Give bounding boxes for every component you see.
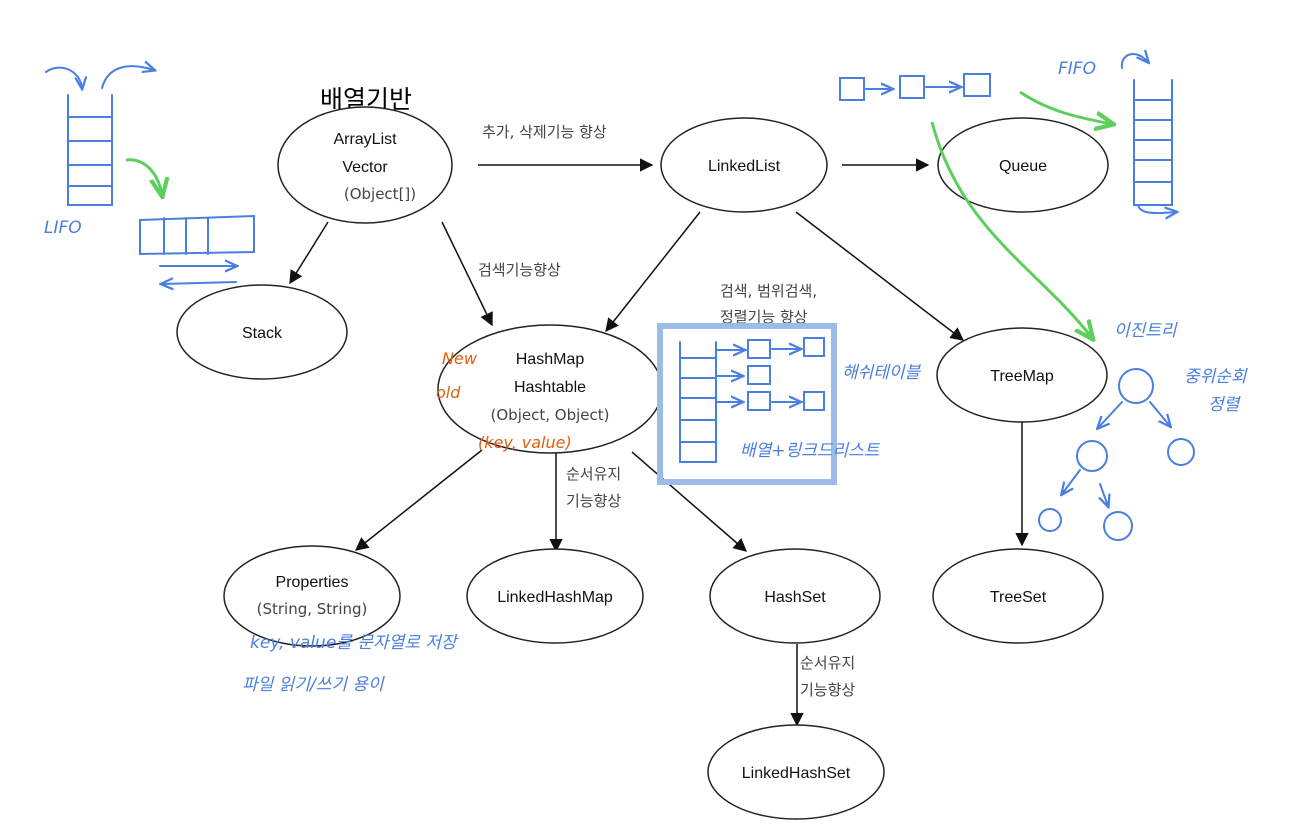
lifo-sketch <box>45 66 255 284</box>
hashmap-label: HashMap <box>516 351 585 368</box>
old-label: old <box>436 383 461 402</box>
linkedhashmap-label: LinkedHashMap <box>497 589 613 606</box>
linkedhashset-label: LinkedHashSet <box>742 765 851 782</box>
treeset-label: TreeSet <box>990 589 1047 606</box>
edges <box>289 158 1029 727</box>
vector-label: Vector <box>342 159 388 176</box>
node-treemap: TreeMap <box>936 327 1108 423</box>
queue-sketch <box>839 54 1176 213</box>
node-linkedlist: LinkedList <box>660 117 828 213</box>
fifo-green-arrow <box>1019 90 1112 124</box>
stack-label: Stack <box>242 325 283 342</box>
properties-note-1: key, value를 문자열로 저장 <box>250 633 459 653</box>
node-linkedhashmap: LinkedHashMap <box>466 548 644 644</box>
edge-label-range-line2: 정렬기능 향상 <box>720 308 808 326</box>
arraylist-label: ArrayList <box>333 131 397 148</box>
node-stack: Stack <box>176 284 348 380</box>
lifo-green-arrow <box>125 158 162 195</box>
edge-label-order1-line2: 기능향상 <box>566 492 621 510</box>
edge-label-order2-line2: 기능향상 <box>800 681 855 699</box>
key-value-label: (key, value) <box>478 433 572 452</box>
hashtable-sketch <box>657 323 837 485</box>
treemap-label: TreeMap <box>990 368 1054 385</box>
binary-tree-sketch <box>1038 368 1195 541</box>
edge-arraylist-hashmap <box>441 221 493 327</box>
edge-hashmap-properties <box>354 449 483 551</box>
edge-label-order1-line1: 순서유지 <box>566 465 621 483</box>
edge-label-search: 검색기능향상 <box>478 261 561 279</box>
properties-label: Properties <box>276 574 349 591</box>
hashset-label: HashSet <box>764 589 826 606</box>
linkedlist-label: LinkedList <box>708 158 781 175</box>
edge-arraylist-stack <box>289 221 329 285</box>
node-arraylist: ArrayList Vector (Object[]) <box>277 106 453 224</box>
tree-green-arrow <box>930 121 1092 338</box>
edge-hashmap-hashset <box>631 451 748 552</box>
node-hashset: HashSet <box>709 548 881 644</box>
node-hashmap: HashMap Hashtable (Object, Object) <box>437 324 663 454</box>
new-label: New <box>442 349 478 368</box>
edge-label-range-line1: 검색, 범위검색, <box>720 282 817 300</box>
queue-label: Queue <box>999 158 1047 175</box>
hashtable-label: Hashtable <box>514 379 586 396</box>
object-object-label: (Object, Object) <box>491 406 610 424</box>
hash-table-label: 해쉬테이블 <box>842 363 922 383</box>
binary-tree-label: 이진트리 <box>1114 321 1178 341</box>
lifo-label: LIFO <box>44 218 82 238</box>
node-queue: Queue <box>937 117 1109 213</box>
array-linked-label: 배열+링크드리스트 <box>740 441 881 461</box>
inorder-label-line2: 정렬 <box>1208 395 1242 415</box>
edge-label-order2-line1: 순서유지 <box>800 654 855 672</box>
edge-linkedlist-treemap <box>795 211 965 341</box>
inorder-label-line1: 중위순회 <box>1184 367 1248 387</box>
string-string-label: (String, String) <box>257 600 368 618</box>
object-array-label: (Object[]) <box>344 185 416 203</box>
node-linkedhashset: LinkedHashSet <box>707 724 885 820</box>
fifo-label: FIFO <box>1058 59 1096 79</box>
node-properties: Properties (String, String) <box>223 545 401 647</box>
edge-label-add-delete: 추가, 삭제기능 향상 <box>482 123 607 141</box>
properties-note-2: 파일 읽기/쓰기 용이 <box>242 675 385 695</box>
node-treeset: TreeSet <box>932 548 1104 644</box>
edge-linkedlist-hashmap <box>605 211 701 333</box>
